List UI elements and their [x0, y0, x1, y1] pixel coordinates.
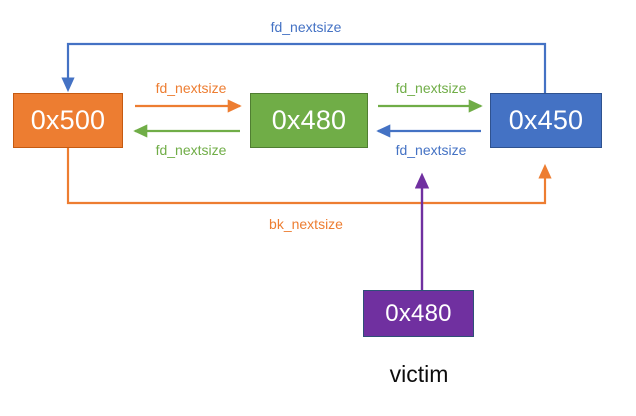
edge-label-top-fd-nextsize: fd_nextsize [270, 19, 342, 35]
node-label: 0x450 [508, 105, 584, 135]
victim-caption: victim [389, 361, 449, 387]
edge-label-lower-left-fd-nextsize: fd_nextsize [155, 142, 227, 158]
edge-label-lower-right-fd-nextsize: fd_nextsize [395, 142, 467, 158]
edge-label-upper-left-fd-nextsize: fd_nextsize [155, 80, 227, 96]
node-chunk-500[interactable]: 0x500 [13, 93, 123, 148]
edge-label-bottom-bk-nextsize: bk_nextsize [269, 216, 343, 232]
connector-bk-nextsize-500-to-450 [66, 148, 552, 205]
node-label: 0x500 [30, 105, 106, 135]
node-chunk-480[interactable]: 0x480 [250, 93, 368, 148]
node-label: 0x480 [385, 299, 452, 327]
edge-label-upper-right-fd-nextsize: fd_nextsize [395, 80, 467, 96]
connector-fd-nextsize-450-to-500 [61, 42, 547, 93]
node-chunk-450[interactable]: 0x450 [490, 93, 602, 148]
node-victim-480[interactable]: 0x480 [363, 290, 474, 337]
node-label: 0x480 [271, 105, 347, 135]
